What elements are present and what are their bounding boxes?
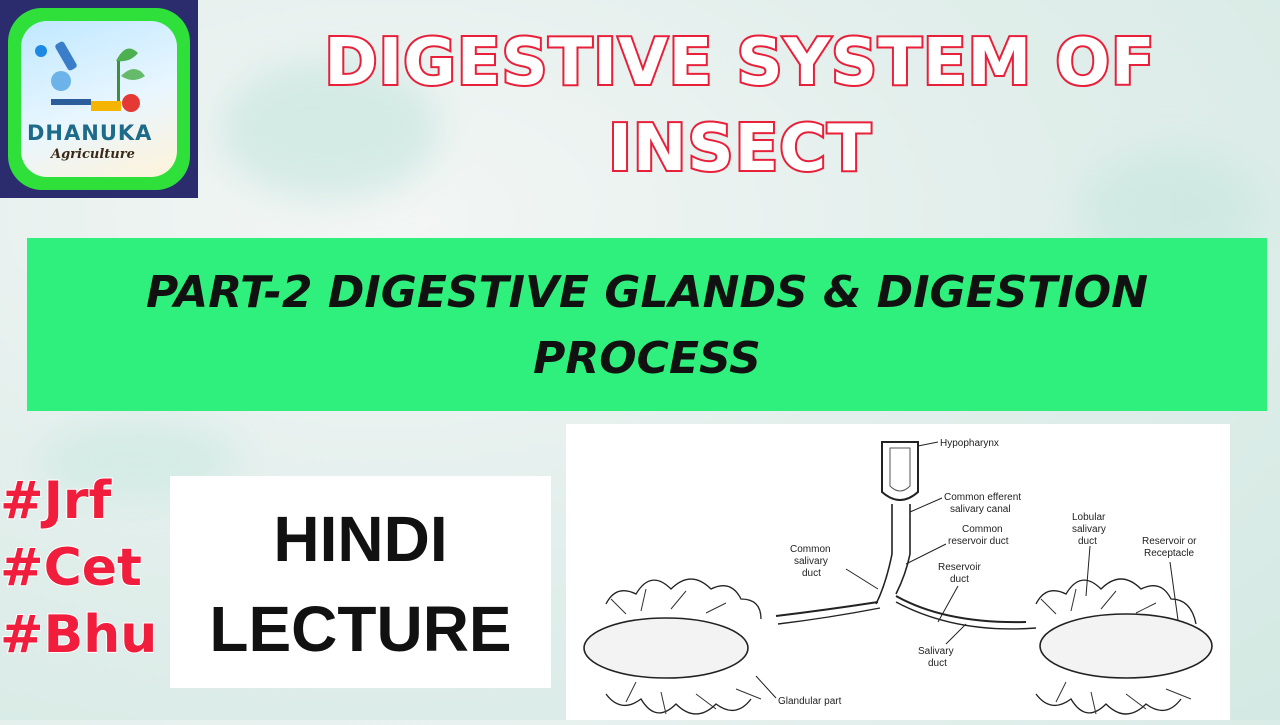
label-common-salivary-3: duct	[802, 568, 821, 579]
left-reservoir	[583, 617, 749, 679]
label-lobular-3: duct	[1078, 536, 1097, 547]
banner-text: PART-2 DIGESTIVE GLANDS & DIGESTION PROC…	[27, 260, 1267, 392]
leader-lobular	[1085, 545, 1091, 597]
lecture-language-box: HINDI LECTURE	[170, 476, 551, 688]
leader-common-reservoir	[905, 543, 947, 565]
subtitle-banner: PART-2 DIGESTIVE GLANDS & DIGESTION PROC…	[27, 238, 1267, 411]
lecture-language-text: HINDI LECTURE	[170, 494, 551, 674]
banner-line-1: PART-2 DIGESTIVE GLANDS & DIGESTION	[145, 267, 1149, 318]
label-lobular-1: Lobular	[1072, 512, 1106, 523]
background-texture	[220, 60, 440, 200]
label-reservoir-duct-1: Reservoir	[938, 562, 981, 573]
left-gland-lobes	[605, 578, 762, 715]
label-common-salivary-2: salivary	[794, 556, 828, 567]
microscope-icon	[35, 41, 145, 112]
left-salivary-duct	[775, 601, 879, 617]
label-reservoir-duct-2: duct	[950, 574, 969, 585]
label-receptacle-2: Receptacle	[1144, 548, 1194, 559]
logo-brand-text: DHANUKA	[27, 121, 153, 145]
leader-efferent	[909, 497, 943, 513]
left-gland-lobes-2	[610, 588, 762, 715]
label-common-reservoir-1: Common	[962, 524, 1003, 535]
left-salivary-duct-2	[777, 607, 881, 625]
leader-receptacle	[1169, 561, 1179, 621]
label-common-efferent-2: salivary canal	[950, 504, 1011, 515]
hypopharynx-inner	[889, 447, 911, 492]
lecture-line-2: LECTURE	[209, 593, 512, 665]
hashtag-cet: #Cet	[0, 537, 143, 599]
label-common-salivary-1: Common	[790, 544, 831, 555]
label-common-efferent-1: Common efferent	[944, 492, 1021, 503]
label-common-reservoir-2: reservoir duct	[948, 536, 1009, 547]
label-salivary-duct-1: Salivary	[918, 646, 954, 657]
salivary-canal	[875, 504, 911, 605]
leader-reservoir-duct	[937, 585, 959, 623]
label-glandular-part: Glandular part	[778, 696, 842, 707]
banner-line-2: PROCESS	[533, 333, 761, 384]
video-title: DIGESTIVE SYSTEM OF INSECT	[300, 20, 1180, 192]
leader-hypopharynx	[917, 441, 939, 447]
logo-ring: DHANUKA Agriculture	[8, 8, 190, 190]
label-hypopharynx: Hypopharynx	[940, 438, 999, 449]
leader-glandular	[755, 675, 777, 699]
leader-common-salivary	[845, 568, 879, 590]
right-reservoir	[1039, 613, 1213, 679]
right-gland-lobes	[1035, 578, 1197, 715]
hashtag-bhu: #Bhu	[0, 604, 158, 666]
title-line-1: DIGESTIVE SYSTEM OF	[322, 24, 1156, 102]
hypopharynx-shape	[881, 441, 919, 501]
logo-sub-text: Agriculture	[51, 147, 135, 162]
label-salivary-duct-2: duct	[928, 658, 947, 669]
logo-face: DHANUKA Agriculture	[21, 21, 177, 177]
label-lobular-2: salivary	[1072, 524, 1106, 535]
right-salivary-duct	[895, 595, 1027, 624]
right-gland-lobes-2	[1040, 588, 1192, 715]
hashtag-list: #Jrf #Cet #Bhu	[0, 468, 175, 669]
label-receptacle-1: Reservoir or	[1142, 536, 1197, 547]
leader-salivary-duct	[945, 623, 967, 645]
hashtag-jrf: #Jrf	[0, 470, 112, 532]
lecture-line-1: HINDI	[273, 503, 448, 575]
right-reservoir-duct	[895, 601, 1037, 630]
salivary-gland-diagram: Hypopharynx Common efferent salivary can…	[566, 424, 1230, 720]
channel-logo: DHANUKA Agriculture	[0, 0, 198, 198]
diagram-svg: Hypopharynx Common efferent salivary can…	[583, 438, 1213, 715]
title-line-2: INSECT	[606, 110, 873, 188]
